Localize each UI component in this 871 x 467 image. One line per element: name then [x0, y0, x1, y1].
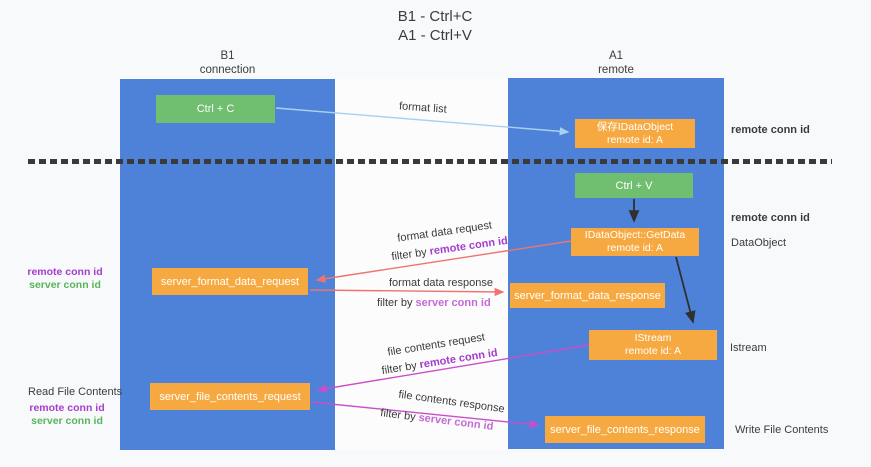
node-ctrl-v-label: Ctrl + V — [615, 179, 653, 192]
diagram-title: B1 - Ctrl+C A1 - Ctrl+V — [335, 7, 535, 45]
format-data-response-label: format data response — [389, 277, 493, 289]
left-column-header: B1 connection — [120, 50, 335, 77]
node-getdata-line1: IDataObject::GetData — [584, 229, 686, 241]
node-format-request-label: server_format_data_request — [160, 275, 300, 288]
node-istream: IStream remote id: A — [589, 330, 717, 360]
annotation-remote-conn-id-left-2: remote conn id — [29, 402, 105, 414]
node-idataobject-getdata: IDataObject::GetData remote id: A — [571, 228, 699, 256]
annotation-remote-conn-id-right-1: remote conn id — [731, 124, 810, 136]
annotation-conn-id-pair-1: remote conn id server conn id — [24, 266, 106, 291]
node-file-response-label: server_file_contents_response — [550, 423, 700, 436]
left-column-role: connection — [199, 63, 256, 76]
node-save-dataobject-line1: 保存IDataObject — [596, 120, 674, 133]
node-server-format-data-response: server_format_data_response — [510, 283, 665, 308]
annotation-conn-id-pair-2: remote conn id server conn id — [26, 402, 108, 427]
annotation-istream: Istream — [730, 342, 767, 354]
title-line-2: A1 - Ctrl+V — [398, 27, 472, 44]
node-getdata-line2: remote id: A — [606, 242, 664, 254]
right-column-header: A1 remote — [508, 50, 724, 77]
node-ctrl-v: Ctrl + V — [575, 173, 693, 198]
node-save-dataobject: 保存IDataObject remote id: A — [575, 119, 695, 148]
node-ctrl-c: Ctrl + C — [156, 95, 275, 123]
title-line-1: B1 - Ctrl+C — [397, 8, 473, 25]
filter-by-text: filter by — [377, 297, 413, 309]
node-server-file-contents-response: server_file_contents_response — [545, 416, 705, 443]
node-server-file-contents-request: server_file_contents_request — [150, 383, 310, 410]
node-ctrl-c-label: Ctrl + C — [196, 103, 235, 115]
annotation-write-file-contents: Write File Contents — [735, 424, 829, 436]
node-istream-line1: IStream — [634, 332, 672, 344]
node-save-dataobject-line2: remote id: A — [606, 133, 664, 146]
annotation-read-file-contents: Read File Contents — [28, 386, 123, 398]
left-column-name: B1 — [220, 50, 235, 62]
annotation-remote-conn-id-left-1: remote conn id — [27, 266, 103, 278]
annotation-server-conn-id-left-1: server conn id — [29, 278, 101, 291]
annotation-dataobject: DataObject — [731, 237, 787, 249]
annotation-server-conn-id-left-2: server conn id — [31, 414, 103, 427]
copy-paste-divider-dashed-line — [28, 159, 832, 164]
node-istream-line2: remote id: A — [624, 345, 682, 357]
node-format-response-label: server_format_data_response — [514, 289, 661, 302]
right-column-role: remote — [598, 63, 634, 76]
node-server-format-data-request: server_format_data_request — [152, 268, 308, 295]
annotation-remote-conn-id-right-2: remote conn id — [731, 212, 810, 224]
server-conn-id-text: server conn id — [415, 297, 491, 309]
right-column-name: A1 — [608, 50, 624, 62]
node-file-request-label: server_file_contents_request — [159, 390, 301, 403]
